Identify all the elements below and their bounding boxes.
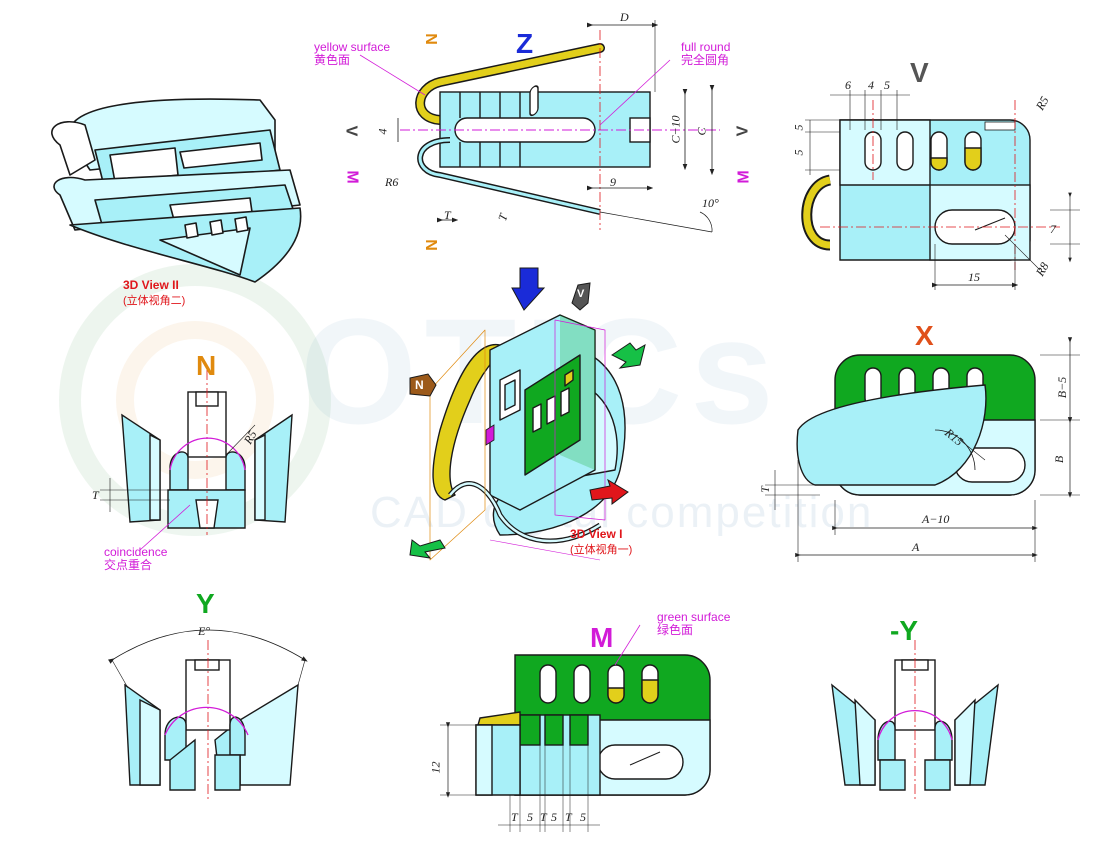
dim-x-a10: A−10 <box>922 512 950 526</box>
dim-m-bottom-4: T <box>565 810 572 824</box>
caption-3d-view-2: 3D View II <box>123 278 179 292</box>
dim-z-t1: T <box>444 208 451 222</box>
note-full-round: full round 完全圆角 <box>681 41 730 67</box>
side-mark-m-right: M <box>735 170 753 184</box>
dim-m-bottom-1: 5 <box>527 810 533 824</box>
view-label-v: V <box>910 57 929 88</box>
view-y <box>108 629 308 800</box>
note-full-round-en: full round <box>681 40 731 54</box>
dim-m-bottom-3: 5 <box>551 810 557 824</box>
dim-v-5c: 5 <box>791 149 806 156</box>
dim-z-4: 4 <box>375 128 390 135</box>
dim-v-4: 4 <box>868 78 874 92</box>
dim-z-c10: C−10 <box>668 115 683 144</box>
view-neg-y <box>831 640 999 800</box>
caption-3d-view-2-cn: (立体视角二) <box>123 295 186 307</box>
view-label-n: N <box>196 350 217 381</box>
note-green-surface-cn: 绿色面 <box>657 623 694 637</box>
note-coincidence-en: coincidence <box>104 545 168 559</box>
view-label-neg-y: -Y <box>890 615 918 646</box>
dim-v-7: 7 <box>1050 222 1056 236</box>
direction-arrow-n <box>409 373 437 397</box>
note-full-round-cn: 完全圆角 <box>681 53 730 67</box>
dim-v-6: 6 <box>845 78 851 92</box>
caption-3d-view-1: 3D View I <box>570 527 623 541</box>
side-mark-m-left: M <box>343 170 361 184</box>
dim-v-5b: 5 <box>791 124 806 131</box>
view-label-y: Y <box>196 588 215 619</box>
view-label-z: Z <box>516 28 534 59</box>
dim-m-bottom-0: T <box>511 810 518 824</box>
arrow-letter-n: N <box>415 378 424 392</box>
dim-x-a: A <box>912 540 920 554</box>
direction-arrow-x-upper <box>611 342 646 369</box>
dim-z-9: 9 <box>610 175 616 189</box>
dim-z-r6: R6 <box>385 175 399 189</box>
dim-x-b: B <box>1052 455 1067 464</box>
side-mark-n-bottom: N <box>421 239 439 251</box>
view-label-m: M <box>590 622 614 653</box>
view-v <box>801 90 1080 290</box>
dim-x-t: T <box>757 486 772 493</box>
dim-m-bottom-2: T <box>540 810 547 824</box>
view-label-x: X <box>915 320 934 351</box>
direction-arrow-x-red <box>589 478 629 505</box>
dim-v-5a: 5 <box>884 78 890 92</box>
view-3d-ii <box>51 98 302 283</box>
dim-z-c: C <box>694 127 709 136</box>
arrow-letter-v: V <box>577 288 585 300</box>
view-n <box>100 370 293 551</box>
dim-m-bottom-5: 5 <box>580 810 586 824</box>
dim-x-b5: B−5 <box>1055 376 1070 399</box>
note-green-surface-en: green surface <box>657 610 731 624</box>
view-x <box>765 337 1080 562</box>
note-yellow-surface: yellow surface 黄色面 <box>314 41 390 67</box>
note-coincidence-cn: 交点重合 <box>104 558 153 572</box>
dim-m-12: 12 <box>428 761 443 774</box>
note-coincidence: coincidence 交点重合 <box>104 546 167 572</box>
side-mark-v-right: V <box>734 125 752 137</box>
direction-arrow-y-green <box>409 539 446 559</box>
dim-n-t: T <box>92 488 99 502</box>
direction-arrow-z <box>511 267 546 311</box>
note-yellow-surface-en: yellow surface <box>314 40 391 54</box>
caption-3d-view-1-cn: (立体视角一) <box>570 544 633 556</box>
dim-v-15: 15 <box>968 270 980 284</box>
dim-y-e: E° <box>198 624 211 638</box>
dim-z-d: D <box>620 10 629 24</box>
note-yellow-surface-cn: 黄色面 <box>314 53 351 67</box>
side-mark-v-left: V <box>342 125 360 137</box>
direction-arrow-v <box>571 282 591 311</box>
view-z <box>359 20 720 233</box>
direction-arrow-m <box>485 424 495 446</box>
side-mark-n-top: N <box>421 33 439 45</box>
note-green-surface: green surface 绿色面 <box>657 611 730 637</box>
view-m <box>440 624 711 832</box>
view-3d-i <box>429 85 626 561</box>
dim-z-10deg: 10° <box>702 196 719 210</box>
